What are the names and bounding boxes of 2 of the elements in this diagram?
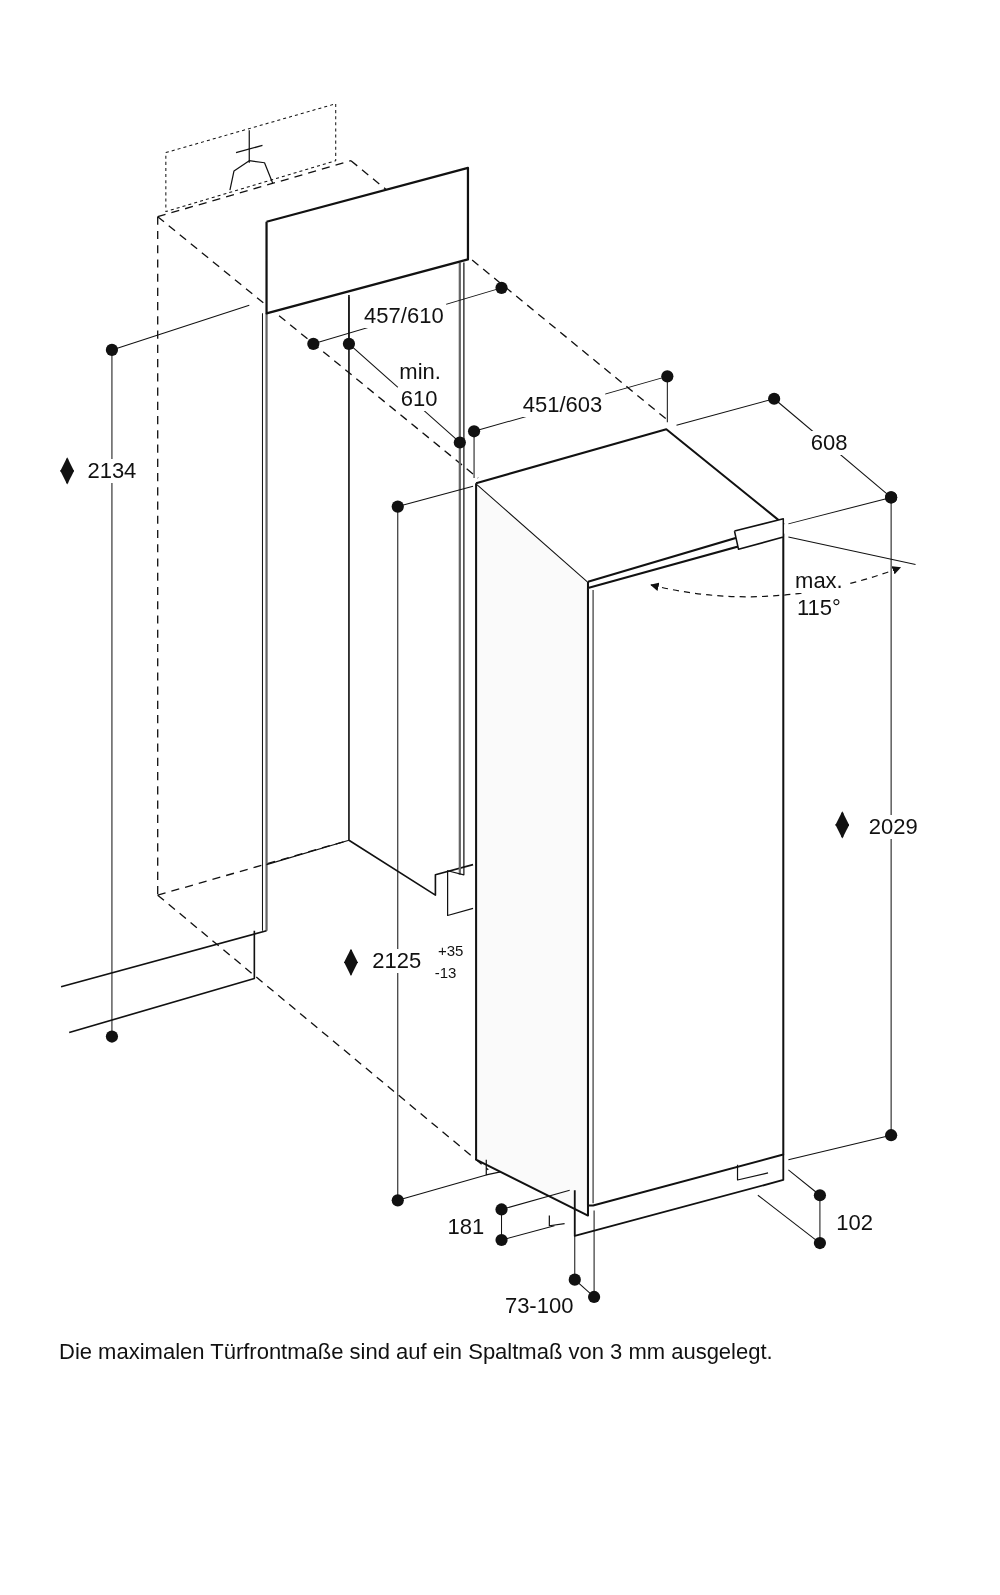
dimension-label: 457/610 (361, 304, 447, 329)
caption: Die maximalen Türfrontmaße sind auf ein Spaltmaß von 3 mm ausgelegt. (59, 1338, 773, 1365)
